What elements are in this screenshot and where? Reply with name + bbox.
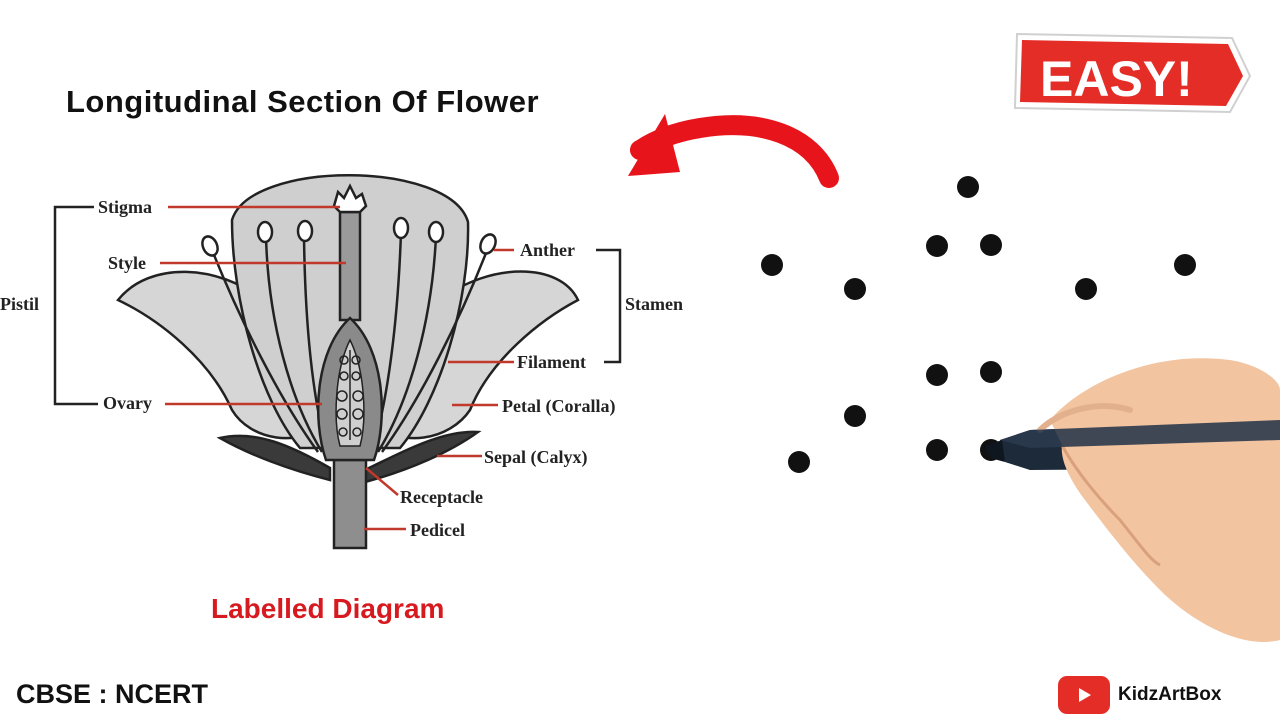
dot [844, 405, 866, 427]
brand-logo[interactable]: KidzArtBox [1058, 676, 1221, 714]
dot [980, 234, 1002, 256]
easy-badge: EASY! [1013, 32, 1252, 114]
dot [926, 235, 948, 257]
label-anther: Anther [520, 240, 575, 260]
diagram-labels: Stigma Style Pistil Ovary Anther Stamen … [0, 197, 683, 540]
style-shape [338, 210, 362, 322]
brand-name: KidzArtBox [1118, 684, 1222, 705]
footer-curriculum: CBSE : NCERT [16, 679, 209, 709]
brackets [53, 205, 622, 406]
label-pedicel: Pedicel [410, 520, 465, 540]
label-style: Style [108, 253, 146, 273]
dot-puzzle [761, 176, 1196, 473]
label-ovary: Ovary [103, 393, 152, 413]
dot [957, 176, 979, 198]
stamen-bracket [596, 248, 622, 364]
label-leader-lines [160, 205, 514, 531]
dot [788, 451, 810, 473]
dot [1075, 278, 1097, 300]
play-icon [1058, 676, 1110, 714]
label-receptacle: Receptacle [400, 487, 483, 507]
flower-drawing [116, 174, 580, 550]
hand-with-marker-icon [985, 358, 1280, 642]
label-stigma: Stigma [98, 197, 152, 217]
sepal-shape [216, 434, 332, 482]
dot [761, 254, 783, 276]
dot [844, 278, 866, 300]
diagram-subtitle: Labelled Diagram [211, 593, 445, 624]
label-sepal: Sepal (Calyx) [484, 447, 588, 468]
curved-arrow-icon [628, 114, 839, 188]
label-filament: Filament [517, 352, 586, 372]
dot [980, 361, 1002, 383]
dot [926, 364, 948, 386]
pedicel-shape [332, 458, 368, 550]
dot [1174, 254, 1196, 276]
easy-badge-text: EASY! [1040, 51, 1193, 107]
label-petal: Petal (Coralla) [502, 396, 615, 417]
pistil-bracket [53, 205, 98, 406]
stigma-shape [332, 183, 368, 214]
label-stamen: Stamen [625, 294, 683, 314]
dot [926, 439, 948, 461]
page-title: Longitudinal Section Of Flower [66, 84, 540, 119]
label-pistil: Pistil [0, 294, 39, 314]
